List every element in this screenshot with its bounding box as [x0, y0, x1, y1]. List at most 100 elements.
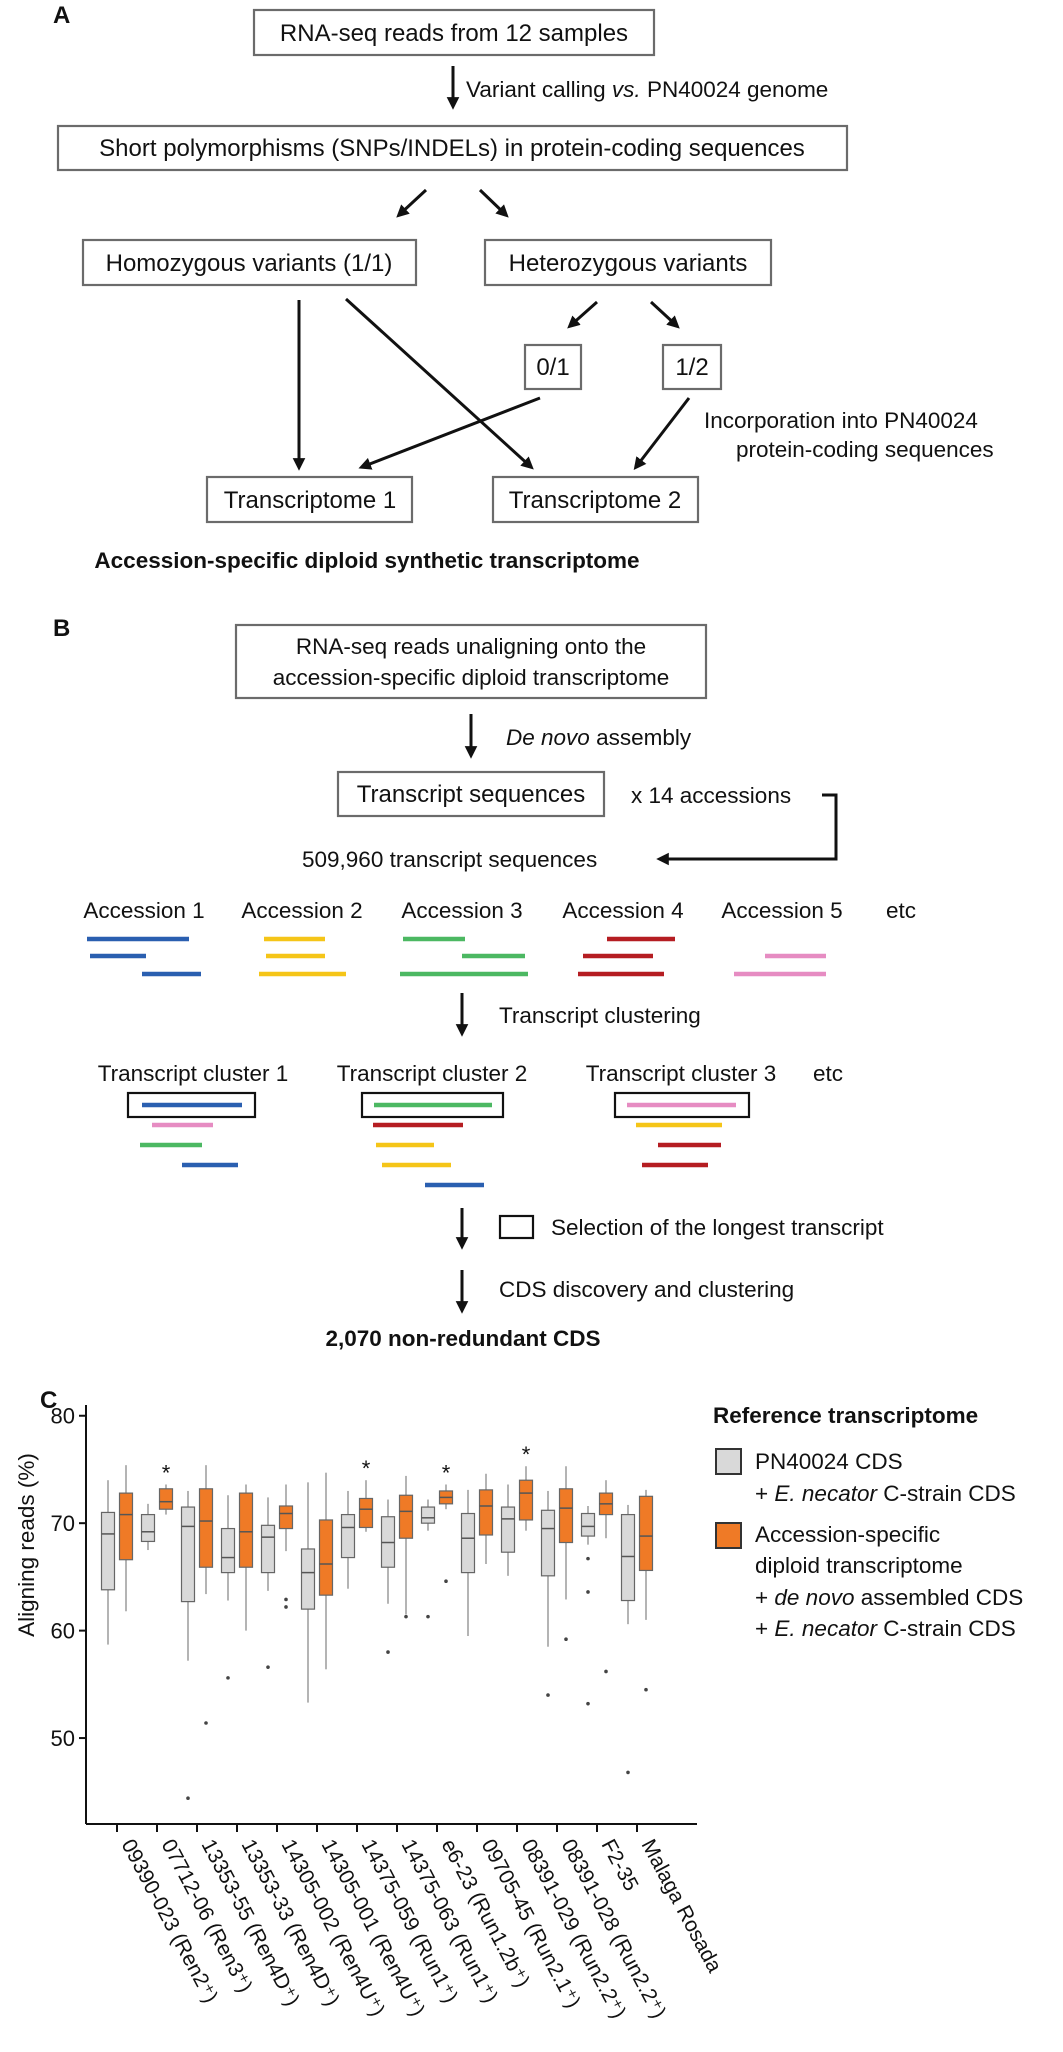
box-accession — [318, 1519, 334, 1596]
heterozygous-label: Heterozygous variants — [509, 250, 748, 277]
outlier-pn40024 — [586, 1590, 590, 1594]
legend-pn40024-line1: PN40024 CDS — [755, 1449, 903, 1474]
legend-swatch-accession — [715, 1522, 742, 1549]
box-pn40024 — [420, 1506, 436, 1524]
transcriptome-2-box — [491, 475, 700, 524]
x14-accessions-label: x 14 accessions — [631, 783, 791, 808]
y-tick-label-60: 60 — [51, 1619, 75, 1644]
panel-c-label: C — [40, 1387, 57, 1414]
transcript-sequences-box — [336, 770, 606, 818]
legend-swatch-pn40024 — [715, 1448, 742, 1475]
short-polymorphisms-label: Short polymorphisms (SNPs/INDELs) in pro… — [99, 135, 805, 162]
genotype-01-label: 0/1 — [536, 354, 569, 381]
accession-4-label: Accession 4 — [562, 898, 683, 923]
outlier-accession — [204, 1721, 208, 1725]
significance-star: * — [522, 1442, 531, 1467]
short-polymorphisms-box — [56, 124, 849, 172]
cluster-1-selection-box — [126, 1091, 257, 1119]
legend-accession-line3: + de novo assembled CDS — [755, 1585, 1023, 1610]
box-accession — [478, 1489, 494, 1536]
legend-accession-line2: diploid transcriptome — [755, 1553, 963, 1578]
outlier-pn40024 — [186, 1796, 190, 1801]
y-axis-title: Aligning reads (%) — [14, 1453, 39, 1637]
box-pn40024 — [540, 1509, 556, 1577]
denovo-assembly-label: De novo assembly — [506, 725, 692, 750]
arrow-to-total — [656, 793, 838, 866]
transcript-sequences-label: Transcript sequences — [357, 781, 586, 808]
homozygous-box — [81, 238, 418, 287]
selection-label: Selection of the longest transcript — [551, 1215, 884, 1240]
heterozygous-box — [483, 238, 773, 287]
panel-b: B RNA-seq reads unaligning onto the acce… — [53, 615, 916, 1351]
cds-discovery-label: CDS discovery and clustering — [499, 1277, 794, 1302]
accession-5-label: Accession 5 — [721, 898, 842, 923]
outlier-pn40024 — [386, 1650, 390, 1654]
rnaseq-box-label: RNA-seq reads from 12 samples — [280, 20, 628, 47]
cluster-transcripts — [140, 1102, 736, 1188]
genotype-01-box — [523, 343, 583, 391]
clusters-etc-label: etc — [813, 1061, 843, 1086]
outlier-accession — [444, 1579, 448, 1583]
arrow-to-heterozygous — [478, 188, 509, 218]
transcriptome-1-label: Transcriptome 1 — [224, 487, 397, 514]
unaligned-reads-box — [234, 623, 708, 700]
legend: Reference transcriptome PN40024 CDS + E.… — [713, 1403, 1023, 1641]
arrow-01-to-t1 — [358, 396, 541, 470]
outlier-accession — [644, 1687, 648, 1692]
box-pn40024 — [460, 1512, 476, 1574]
outlier-accession — [604, 1669, 608, 1674]
box-accession — [278, 1505, 294, 1530]
outlier-accession — [404, 1614, 408, 1619]
box-pn40024 — [580, 1512, 596, 1537]
accession-1-label: Accession 1 — [83, 898, 204, 923]
accession-2-label: Accession 2 — [241, 898, 362, 923]
box-accession — [238, 1492, 254, 1568]
box-pn40024 — [340, 1513, 356, 1559]
legend-pn40024-line2: + E. necator C-strain CDS — [755, 1481, 1016, 1506]
y-tick-label-80: 80 — [51, 1404, 75, 1429]
incorporation-line2: protein-coding sequences — [736, 437, 994, 462]
outlier-pn40024 — [586, 1701, 590, 1706]
incorporation-line1: Incorporation into PN40024 — [704, 408, 978, 433]
unaligned-line2: accession-specific diploid transcriptome — [273, 665, 669, 690]
final-cds-label: 2,070 non-redundant CDS — [325, 1326, 600, 1351]
box-pn40024 — [500, 1506, 516, 1553]
box-accession — [638, 1495, 654, 1572]
x-tick-label: Malaga Rosada — [637, 1836, 727, 1977]
transcriptome-2-label: Transcriptome 2 — [509, 487, 682, 514]
cluster-1-label: Transcript cluster 1 — [98, 1061, 288, 1086]
selection-legend-box — [498, 1214, 535, 1240]
outlier-pn40024 — [426, 1614, 430, 1619]
box-accession — [158, 1488, 174, 1510]
cluster-2-selection-box — [360, 1091, 505, 1119]
outlier-pn40024 — [226, 1676, 230, 1680]
arrow-to-homozygous — [396, 188, 428, 218]
accessions-etc-label: etc — [886, 898, 916, 923]
outlier-pn40024 — [266, 1665, 270, 1669]
panel-a-caption: Accession-specific diploid synthetic tra… — [94, 548, 639, 573]
box-accession — [118, 1492, 134, 1561]
box-accession — [358, 1497, 374, 1529]
rnaseq-box — [252, 8, 656, 57]
box-pn40024 — [260, 1524, 276, 1574]
panel-a-label: A — [53, 2, 70, 29]
box-accession — [398, 1494, 414, 1539]
cluster-3-selection-box — [613, 1091, 751, 1119]
transcriptome-1-box — [205, 475, 414, 524]
significance-star: * — [442, 1461, 451, 1486]
legend-title: Reference transcriptome — [713, 1403, 978, 1428]
total-seqs-label: 509,960 transcript sequences — [302, 847, 597, 872]
box-pn40024 — [300, 1548, 316, 1610]
y-tick-label-70: 70 — [51, 1511, 75, 1536]
cluster-2-label: Transcript cluster 2 — [337, 1061, 527, 1086]
panel-a: A RNA-seq reads from 12 samples Variant … — [53, 2, 994, 573]
outlier-pn40024 — [626, 1770, 630, 1775]
accession-transcripts — [87, 936, 826, 977]
variant-calling-label: Variant calling vs. PN40024 genome — [466, 77, 828, 102]
legend-accession-line4: + E. necator C-strain CDS — [755, 1616, 1016, 1641]
box-pn40024 — [220, 1527, 236, 1574]
significance-star: * — [162, 1461, 171, 1486]
outlier-accession — [284, 1605, 288, 1609]
